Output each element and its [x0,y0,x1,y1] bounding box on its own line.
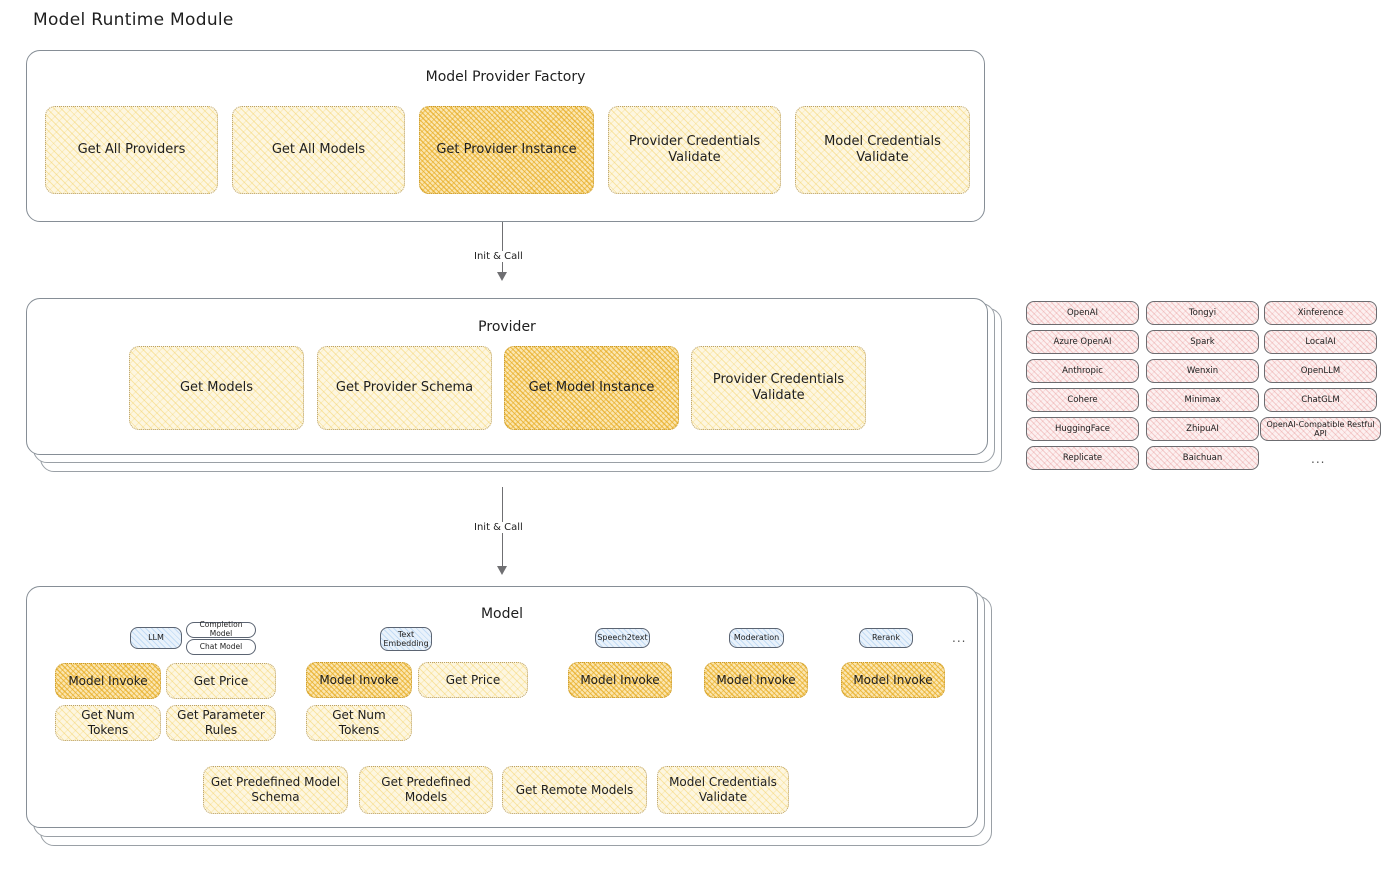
model-provider-factory-title: Model Provider Factory [425,69,586,85]
node-llm-get-num-tokens[interactable]: Get Num Tokens [55,705,161,741]
model-title: Model [480,606,524,622]
node-llm-get-parameter-rules[interactable]: Get Parameter Rules [166,705,276,741]
provider-pill-spark[interactable]: Spark [1146,330,1259,354]
provider-title: Provider [478,319,536,335]
node-provider-credentials-validate[interactable]: Provider Credentials Validate [608,106,781,194]
provider-pill-openai[interactable]: OpenAI [1026,301,1139,325]
model-tag-moderation[interactable]: Moderation [729,628,784,648]
model-subtag-chat-model[interactable]: Chat Model [186,639,256,655]
model-tag-text-embedding[interactable]: Text Embedding [380,627,432,651]
node-get-predefined-model-schema[interactable]: Get Predefined Model Schema [203,766,348,814]
model-tag-rerank[interactable]: Rerank [859,628,913,648]
node-get-models[interactable]: Get Models [129,346,304,430]
node-model-credentials-validate[interactable]: Model Credentials Validate [795,106,970,194]
node-get-all-models[interactable]: Get All Models [232,106,405,194]
node-text-embedding-model-invoke[interactable]: Model Invoke [306,662,412,698]
provider-pill-huggingface[interactable]: HuggingFace [1026,417,1139,441]
node-moderation-model-invoke[interactable]: Model Invoke [704,662,808,698]
page-title: Model Runtime Module [33,10,234,30]
node-llm-get-price[interactable]: Get Price [166,663,276,699]
provider-pill-wenxin[interactable]: Wenxin [1146,359,1259,383]
provider-pill-minimax[interactable]: Minimax [1146,388,1259,412]
node-get-model-instance[interactable]: Get Model Instance [504,346,679,430]
node-get-all-providers[interactable]: Get All Providers [45,106,218,194]
model-tag-llm[interactable]: LLM [130,627,182,649]
provider-pill-localai[interactable]: LocalAI [1264,330,1377,354]
provider-pill-cohere[interactable]: Cohere [1026,388,1139,412]
node-model-credentials-validate-2[interactable]: Model Credentials Validate [657,766,789,814]
node-text-embedding-get-price[interactable]: Get Price [418,662,528,698]
node-get-provider-instance[interactable]: Get Provider Instance [419,106,594,194]
provider-pill-chatglm[interactable]: ChatGLM [1264,388,1377,412]
node-get-remote-models[interactable]: Get Remote Models [502,766,647,814]
model-tag-speech2text[interactable]: Speech2text [595,628,650,648]
node-text-embedding-get-num-tokens[interactable]: Get Num Tokens [306,705,412,741]
provider-pill-zhipuai[interactable]: ZhipuAI [1146,417,1259,441]
node-llm-model-invoke[interactable]: Model Invoke [55,663,161,699]
node-speech2text-model-invoke[interactable]: Model Invoke [568,662,672,698]
model-subtag-completion-model[interactable]: Completion Model [186,621,256,638]
node-get-provider-schema[interactable]: Get Provider Schema [317,346,492,430]
provider-pill-azure-openai[interactable]: Azure OpenAI [1026,330,1139,354]
node-get-predefined-models[interactable]: Get Predefined Models [359,766,493,814]
provider-pill-openllm[interactable]: OpenLLM [1264,359,1377,383]
provider-pill-tongyi[interactable]: Tongyi [1146,301,1259,325]
model-groups-more: ... [952,631,967,645]
arrow-factory-to-provider-label: Init & Call [470,251,527,262]
provider-pill-openai-compatible[interactable]: OpenAI-Compatible Restful API [1260,417,1381,441]
provider-list-more: ... [1311,452,1326,466]
node-provider-credentials-validate-2[interactable]: Provider Credentials Validate [691,346,866,430]
provider-pill-replicate[interactable]: Replicate [1026,446,1139,470]
arrow-factory-to-provider-head [497,272,507,281]
provider-pill-baichuan[interactable]: Baichuan [1146,446,1259,470]
node-rerank-model-invoke[interactable]: Model Invoke [841,662,945,698]
arrow-provider-to-model-head [497,566,507,575]
provider-pill-anthropic[interactable]: Anthropic [1026,359,1139,383]
arrow-provider-to-model-label: Init & Call [470,522,527,533]
provider-pill-xinference[interactable]: Xinference [1264,301,1377,325]
arrow-factory-to-provider-line [502,222,503,278]
